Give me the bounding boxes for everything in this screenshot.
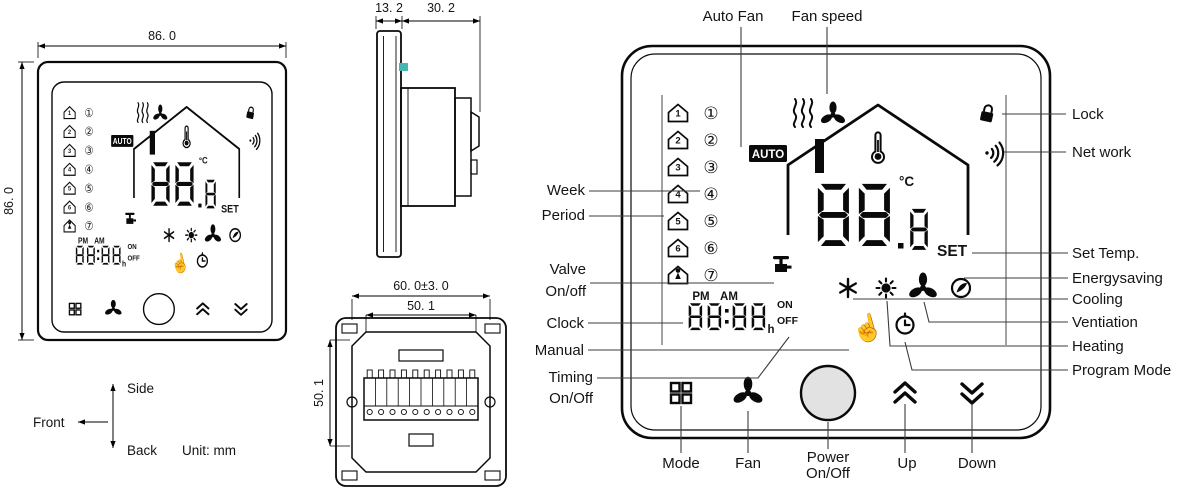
label-week: Week [547,182,586,199]
front-lcd [64,103,260,278]
label-down: Down [958,455,996,472]
front-frame [36,60,288,342]
front-label: Front [33,415,65,430]
bottom-slot [408,433,434,447]
device-bezel [630,53,1042,431]
unit-label: Unit: mm [182,443,236,458]
main-buttons [671,366,982,420]
label-timing-1: Timing [549,369,593,386]
front-view: 86. 0 86. 0 [2,29,288,342]
label-mode: Mode [662,455,700,472]
side-back-box [454,97,472,197]
front-bezel [51,81,273,333]
label-valve-2: On/off [545,283,586,300]
back-view: 60. 0±3. 0 50. 1 50. 1 [312,279,507,487]
side-dimensions: 13. 2 30. 2 [375,1,481,112]
back-inner-height-label: 50. 1 [312,379,326,407]
back-width-label: 60. 0±3. 0 [393,279,449,293]
screw-hole [484,396,496,408]
front-buttons [69,294,246,325]
label-power-2: On/Off [806,465,851,482]
label-set-temp: Set Temp. [1072,245,1139,262]
back-frame [335,317,507,487]
back-inner-width-label: 50. 1 [407,299,435,313]
device-frame [620,44,1052,440]
label-program-mode: Program Mode [1072,362,1171,379]
side-body-depth-label: 30. 2 [427,1,455,15]
callout-line-heating [886,300,1068,347]
back-label: Back [127,443,157,458]
callouts: Auto Fan Fan speed Lock Net work Set Tem… [535,8,1171,482]
label-heating: Heating [1072,338,1124,355]
front-width-dimension: 86. 0 [37,29,287,58]
label-up: Up [897,455,916,472]
label-period: Period [542,207,585,224]
label-timing-2: On/Off [549,390,594,407]
label-manual: Manual [535,342,584,359]
callout-line-ventilation [923,301,1068,323]
gasket-accent [399,63,408,71]
label-auto-fan: Auto Fan [703,8,764,25]
label-power-1: Power [807,449,850,466]
side-view: 13. 2 30. 2 [375,1,481,258]
label-clock: Clock [546,315,584,332]
callout-line-program-mode [904,341,1068,371]
side-label: Side [127,381,154,396]
side-front-depth-label: 13. 2 [375,1,403,15]
orientation-legend: Side Front Back Unit: mm [33,381,236,458]
mounting-plate [351,331,491,473]
front-height-dimension: 86. 0 [2,61,34,341]
label-cooling: Cooling [1072,291,1123,308]
side-body [400,87,456,207]
label-network: Net work [1072,144,1132,161]
label-lock: Lock [1072,106,1104,123]
label-ventilation: Ventiation [1072,314,1138,331]
top-slot [398,349,444,362]
label-fan: Fan [735,455,761,472]
label-fan-speed: Fan speed [792,8,863,25]
label-valve-1: Valve [550,261,586,278]
callout-line-timing [597,336,790,379]
back-dimensions: 60. 0±3. 0 50. 1 50. 1 [312,279,491,447]
label-energysaving: Energysaving [1072,270,1163,287]
side-front-plate [376,30,402,258]
terminal-block [363,369,479,421]
clip-notch [470,159,478,175]
screw-hole [346,396,358,408]
display-view [620,44,1052,440]
mounting-clip [470,110,480,153]
main-lcd [669,99,1005,348]
front-height-label: 86. 0 [2,187,16,215]
front-width-label: 86. 0 [148,29,176,43]
